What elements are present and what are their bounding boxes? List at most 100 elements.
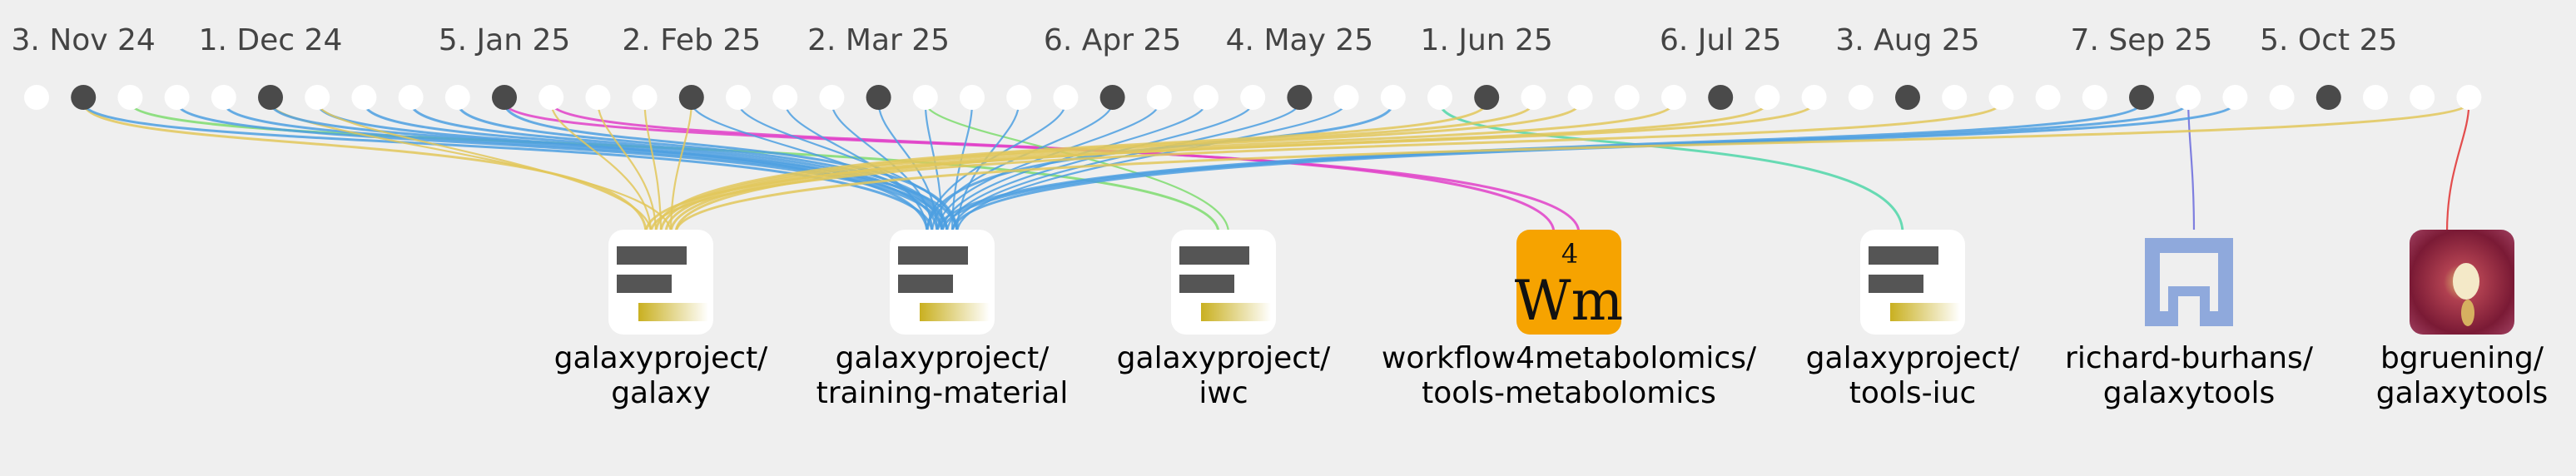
repo-node[interactable]: galaxyproject/tools-iuc <box>1806 230 2021 410</box>
week-dot[interactable] <box>1333 85 1359 110</box>
repo-owner-label: galaxyproject/ <box>554 341 769 375</box>
bar-shape <box>1869 246 1938 265</box>
contribution-link <box>176 102 944 234</box>
square-logo-icon <box>2137 230 2241 335</box>
week-dot[interactable] <box>398 85 424 110</box>
week-dot-active[interactable] <box>258 85 283 110</box>
bar-shape <box>617 246 687 265</box>
week-dot-active[interactable] <box>1099 85 1125 110</box>
week-dot-active[interactable] <box>1474 85 1500 110</box>
date-label: 4. May 25 <box>1226 23 1373 57</box>
week-dot-active[interactable] <box>2315 85 2341 110</box>
week-dot[interactable] <box>632 85 658 110</box>
week-dot[interactable] <box>726 85 751 110</box>
repo-node[interactable]: richard-burhans/galaxytools <box>2065 230 2314 410</box>
bar-shape <box>1201 303 1271 321</box>
week-dot[interactable] <box>912 85 938 110</box>
repo-name-label: training-material <box>816 376 1069 410</box>
week-dot[interactable] <box>1848 85 1874 110</box>
week-dot[interactable] <box>1988 85 2014 110</box>
wm-superscript: 4 <box>1561 238 1578 270</box>
week-dot-active[interactable] <box>1895 85 1920 110</box>
wm-logo-icon: 4Wm <box>1515 230 1623 335</box>
week-dot[interactable] <box>1427 85 1452 110</box>
contribution-link <box>950 102 2236 234</box>
week-dot[interactable] <box>1614 85 1640 110</box>
week-dot[interactable] <box>211 85 236 110</box>
week-dot-active[interactable] <box>866 85 891 110</box>
week-dot[interactable] <box>2082 85 2107 110</box>
repo-name-label: galaxytools <box>2376 376 2549 410</box>
bars-icon <box>1860 230 1965 335</box>
week-dot[interactable] <box>2456 85 2482 110</box>
week-dot[interactable] <box>1755 85 1780 110</box>
repo-name-label: galaxytools <box>2103 376 2276 410</box>
week-dot[interactable] <box>1801 85 1827 110</box>
repo-node[interactable]: galaxyproject/galaxy <box>554 230 769 410</box>
repo-node[interactable]: galaxyproject/training-material <box>816 230 1069 410</box>
week-dot-active[interactable] <box>492 85 517 110</box>
repo-name-label: iwc <box>1199 376 1248 410</box>
week-dot[interactable] <box>539 85 564 110</box>
week-dots <box>24 85 2482 110</box>
week-dot[interactable] <box>1942 85 1968 110</box>
week-dot-active[interactable] <box>678 85 704 110</box>
week-dot[interactable] <box>1567 85 1593 110</box>
week-dot[interactable] <box>1194 85 1219 110</box>
week-dot[interactable] <box>24 85 49 110</box>
week-dot-active[interactable] <box>1287 85 1313 110</box>
contribution-link <box>649 102 2003 234</box>
week-dot[interactable] <box>1521 85 1546 110</box>
week-dot[interactable] <box>305 85 330 110</box>
week-dot[interactable] <box>960 85 985 110</box>
date-label: 7. Sep 25 <box>2071 23 2213 57</box>
wm-letters: Wm <box>1515 269 1623 333</box>
date-label: 6. Jul 25 <box>1660 23 1781 57</box>
week-dot[interactable] <box>351 85 377 110</box>
repo-owner-label: galaxyproject/ <box>1806 341 2021 375</box>
bar-shape <box>1869 275 1923 293</box>
bars-icon <box>608 230 713 335</box>
date-label: 2. Mar 25 <box>807 23 950 57</box>
repo-node[interactable]: bgruening/galaxytools <box>2376 230 2549 410</box>
repo-node[interactable]: 4Wmworkflow4metabolomics/tools-metabolom… <box>1382 230 1757 410</box>
week-dot[interactable] <box>1380 85 1406 110</box>
contribution-link <box>597 102 658 234</box>
week-dot[interactable] <box>1240 85 1266 110</box>
week-dot[interactable] <box>2035 85 2061 110</box>
contribution-link <box>643 102 663 234</box>
week-dot[interactable] <box>2363 85 2388 110</box>
bar-shape <box>898 246 968 265</box>
date-label: 3. Aug 25 <box>1835 23 1979 57</box>
week-dot[interactable] <box>2269 85 2295 110</box>
contribution-link <box>316 102 653 234</box>
week-dot[interactable] <box>117 85 143 110</box>
repo-owner-label: workflow4metabolomics/ <box>1382 341 1757 375</box>
week-dot[interactable] <box>2222 85 2248 110</box>
week-dot[interactable] <box>1146 85 1172 110</box>
week-dot[interactable] <box>585 85 611 110</box>
week-dot[interactable] <box>1053 85 1079 110</box>
week-dot[interactable] <box>164 85 190 110</box>
logo-shape <box>2145 238 2233 326</box>
bar-shape <box>638 303 708 321</box>
week-dot[interactable] <box>1006 85 1032 110</box>
week-dot[interactable] <box>1661 85 1686 110</box>
date-label: 3. Nov 24 <box>12 23 156 57</box>
repo-owner-label: galaxyproject/ <box>836 341 1050 375</box>
week-dot[interactable] <box>444 85 470 110</box>
week-dot-active[interactable] <box>2129 85 2154 110</box>
week-dot[interactable] <box>772 85 798 110</box>
week-dot[interactable] <box>819 85 845 110</box>
week-dot[interactable] <box>2176 85 2201 110</box>
week-dot-active[interactable] <box>1708 85 1734 110</box>
contribution-link <box>674 102 2470 234</box>
contribution-link <box>82 102 648 234</box>
contribution-link <box>950 102 1301 234</box>
repo-node[interactable]: galaxyproject/iwc <box>1117 230 1332 410</box>
week-dot[interactable] <box>2410 85 2435 110</box>
bar-shape <box>1179 246 1249 265</box>
week-dot-active[interactable] <box>71 85 97 110</box>
contribution-link <box>1438 102 1904 234</box>
contribution-link <box>654 102 1488 234</box>
